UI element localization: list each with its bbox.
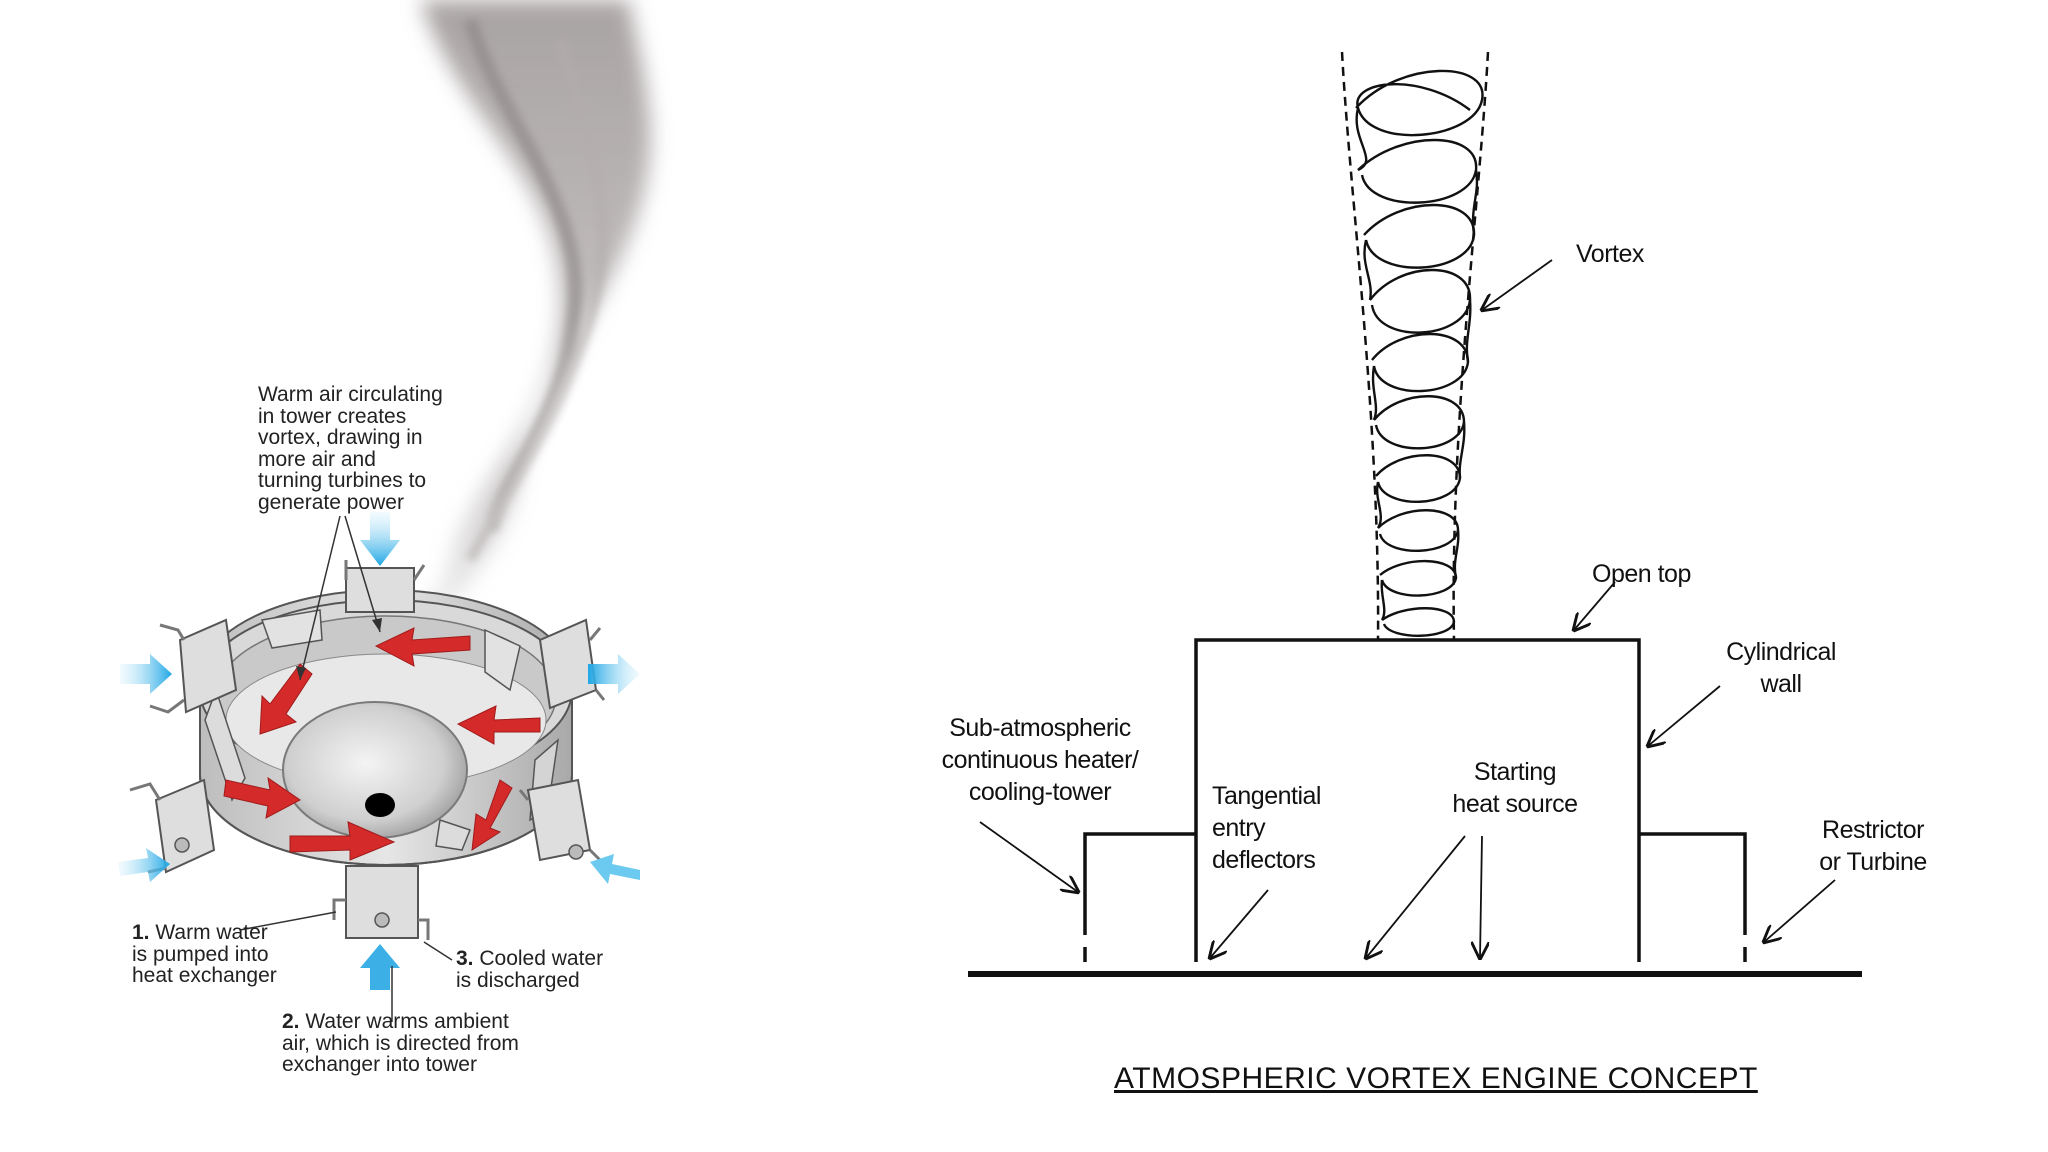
callout-step2: 2. Water warms ambient air, which is dir… xyxy=(282,1011,519,1076)
tower-drawing xyxy=(118,0,651,1022)
engine-structure xyxy=(1083,638,1747,962)
heat-exchanger-boxes xyxy=(154,567,598,939)
label-deflectors: Tangential entry deflectors xyxy=(1212,782,1321,874)
step1-text: Warm water is pumped into heat exchanger xyxy=(132,921,277,987)
airflow-arrows xyxy=(223,627,541,861)
label-restrictor: Restrictor or Turbine xyxy=(1819,816,1927,876)
vortex-engine-schematic: Vortex Open top Cylindrical wall Sub-atm… xyxy=(880,0,2048,1152)
label-cylindrical-wall: Cylindrical wall xyxy=(1726,638,1836,698)
diagram-title: ATMOSPHERIC VORTEX ENGINE CONCEPT xyxy=(1114,1062,1758,1095)
step3-text: Cooled water is discharged xyxy=(456,947,604,992)
callout-step3: 3. Cooled water is discharged xyxy=(456,948,603,991)
vortex-plume xyxy=(360,0,651,660)
step2-number: 2. xyxy=(282,1010,300,1033)
label-open-top: Open top xyxy=(1592,560,1691,588)
label-vortex: Vortex xyxy=(1576,240,1644,268)
intake-arrows xyxy=(118,512,640,990)
callout-step1: 1. Warm water is pumped into heat exchan… xyxy=(132,922,277,987)
tower-body xyxy=(199,589,573,866)
schematic-drawing xyxy=(968,51,1862,977)
step1-number: 1. xyxy=(132,921,150,944)
leader-arrows xyxy=(979,259,1836,958)
step3-number: 3. xyxy=(456,947,474,970)
callout-vortex-text: Warm air circulating in tower creates vo… xyxy=(258,383,443,514)
step2-text: Water warms ambient air, which is direct… xyxy=(282,1010,519,1076)
vortex-tower-illustration: Warm air circulating in tower creates vo… xyxy=(0,0,880,1152)
vortex-envelope xyxy=(1340,51,1490,641)
label-heater: Sub-atmospheric continuous heater/ cooli… xyxy=(941,714,1139,806)
callout-leaders xyxy=(239,515,453,1022)
label-heat-source: Starting heat source xyxy=(1452,758,1578,818)
